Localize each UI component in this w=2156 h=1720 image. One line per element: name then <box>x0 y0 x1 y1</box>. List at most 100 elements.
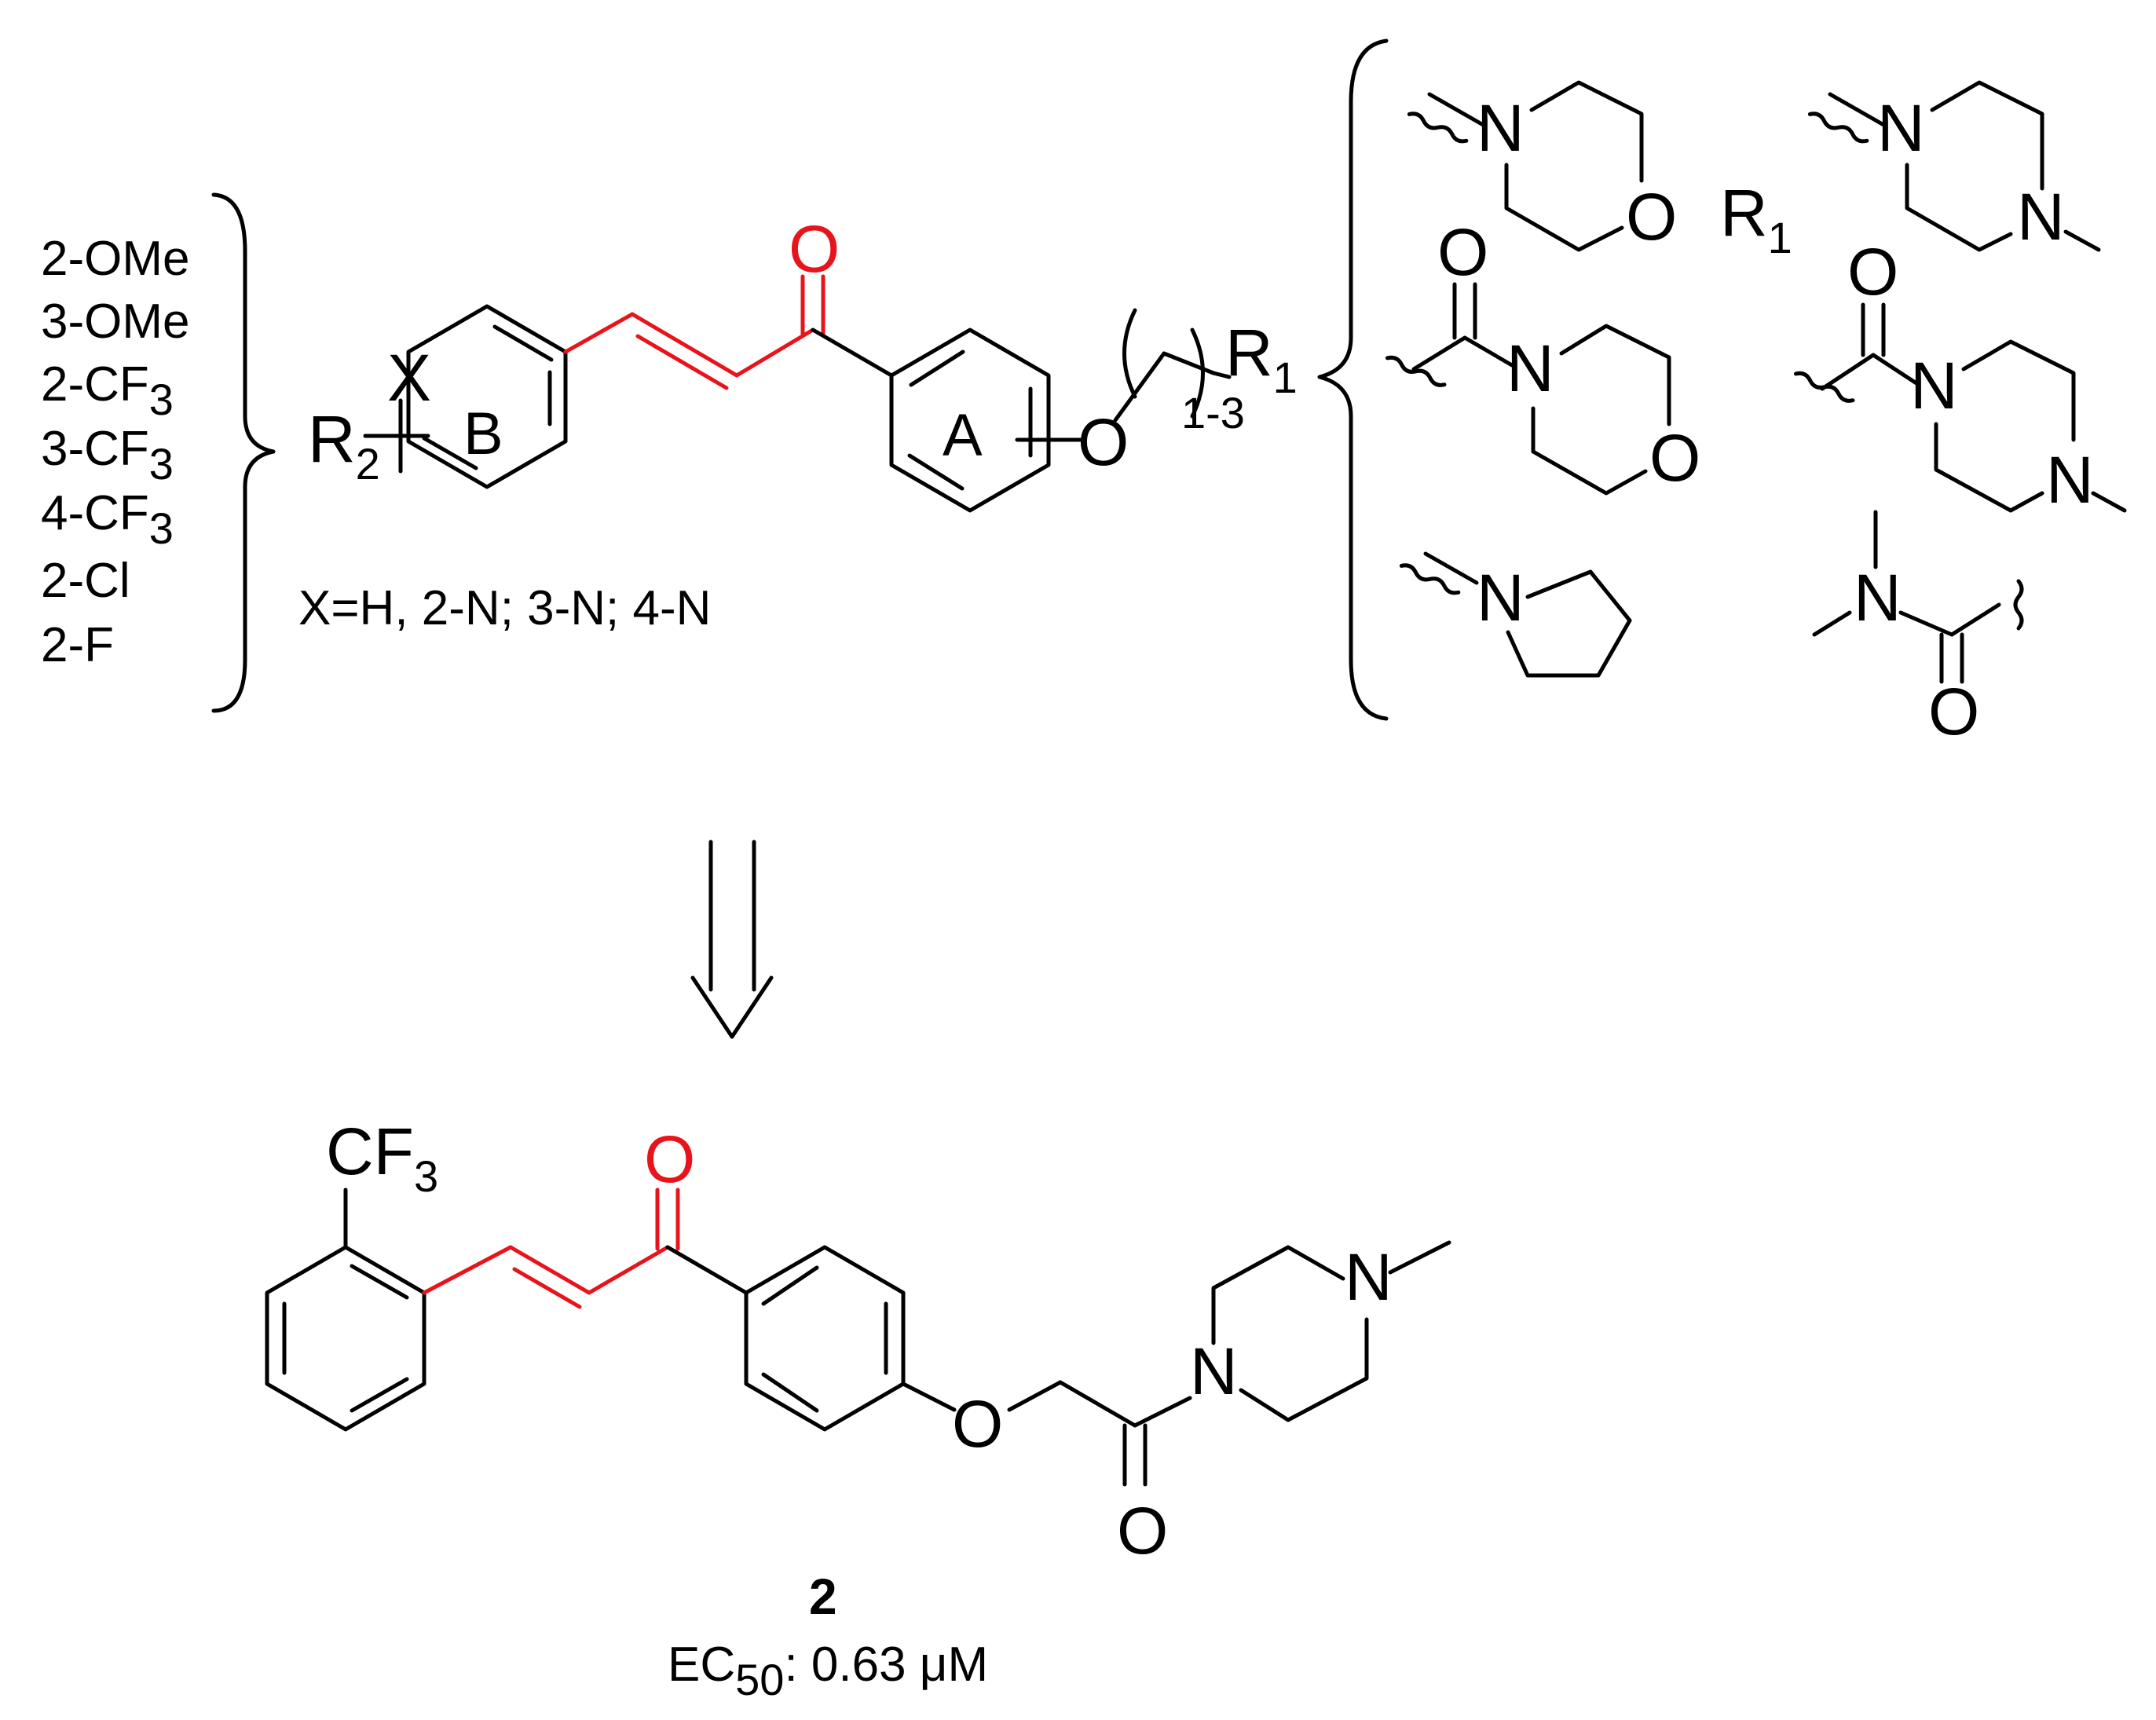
wavy-bond <box>1399 563 1461 595</box>
morpholine-ring <box>1559 324 1671 426</box>
general-scaffold: X B R2 O A O 1-3 R1 <box>308 212 1298 513</box>
cf3-group: CF3 <box>326 1114 438 1201</box>
n-atom: N <box>1477 561 1525 635</box>
piperazine-n4: N <box>1345 1240 1393 1314</box>
o-atom: O <box>1437 215 1488 289</box>
compound-2: CF3 O O O N N 2 EC50: 0.63 μM <box>265 1114 1451 1704</box>
enone-bond <box>422 1245 513 1295</box>
enone-bond <box>734 328 815 378</box>
ether-bond <box>901 1381 957 1412</box>
r2-substituent-list: 2-OMe 3-OMe 2-CF3 3-CF3 4-CF3 2-Cl 2-F <box>41 192 276 713</box>
chain-bond <box>1162 351 1216 375</box>
piperazine-ring <box>1934 422 2044 513</box>
r2-label: R2 <box>308 402 380 489</box>
morpholine-ring <box>1531 406 1648 496</box>
r2-option-3: 2-CF3 <box>41 357 174 424</box>
r1-heading: R1 <box>1720 176 1792 262</box>
attach-bond <box>1423 551 1479 585</box>
r1-options: R1 N O N N O N <box>1317 38 2127 748</box>
wavy-bond <box>2013 579 2024 631</box>
piperazine-ring <box>1905 163 2013 252</box>
wavy-bond <box>1385 355 1447 387</box>
ether-oxygen: O <box>952 1387 1003 1461</box>
carbonyl-oxygen: O <box>789 212 840 286</box>
r2-option-2: 3-OMe <box>41 295 189 349</box>
ring-a-label: A <box>943 402 983 469</box>
n-atom: N <box>1910 349 1958 423</box>
ether-oxygen: O <box>1078 405 1129 479</box>
design-arrow <box>690 840 774 1039</box>
amide-bond <box>1871 353 1919 386</box>
n-methyl-bond <box>1812 610 1852 637</box>
compound-number: 2 <box>809 1568 837 1625</box>
r1-brace <box>1317 38 1389 721</box>
amide-bond <box>1462 335 1514 368</box>
ring-inner-bond <box>350 1264 409 1300</box>
enone-double-bond <box>512 1267 582 1309</box>
piperazine-n1: N <box>1190 1334 1238 1408</box>
methyl-bond <box>2063 229 2101 252</box>
aryl-ketone-bond <box>811 328 894 378</box>
ring-b-inner-bond <box>422 436 478 470</box>
n-atom: N <box>1506 331 1554 405</box>
r2-option-4: 3-CF3 <box>41 422 174 489</box>
attach-bond <box>1427 92 1487 128</box>
pyrrolidine-ring <box>1506 569 1632 678</box>
piperazine-ring <box>1239 1317 1369 1422</box>
carbonyl-oxygen: O <box>644 1122 695 1196</box>
n-methyl-bond <box>1388 1240 1451 1275</box>
phenoxy-ring <box>744 1245 906 1432</box>
ring-a-inner-bond <box>907 453 965 491</box>
ch2-bond <box>1058 1380 1137 1428</box>
r2-option-5: 4-CF3 <box>41 486 174 553</box>
wavy-bond <box>1407 112 1469 144</box>
piperazine-ring <box>1211 1245 1345 1345</box>
amide-bond <box>1898 610 1954 637</box>
r2-option-1: 2-OMe <box>41 232 189 286</box>
enone-bond <box>587 1245 670 1295</box>
r1-pyrrolidine: N <box>1399 551 1632 678</box>
ring-b-inner-bond <box>492 324 554 362</box>
x-atom: X <box>387 341 431 415</box>
o-atom: O <box>1928 675 1979 748</box>
ch2-bond <box>1007 1380 1063 1412</box>
morpholine-ring <box>1504 163 1624 252</box>
r1-dimethylamide: N O <box>1812 510 2024 748</box>
r2-option-7: 2-F <box>41 618 114 672</box>
ring-inner-bond <box>761 1372 819 1413</box>
r1-methylpiperazine-amide: O N N <box>1793 235 2127 517</box>
piperazine-ring <box>1930 80 2044 191</box>
n-atom: N <box>2017 180 2065 254</box>
chain-to-r1-bond <box>1211 371 1232 379</box>
ec50-value: EC50: 0.63 μM <box>668 1638 988 1704</box>
n-atom: N <box>1877 91 1925 165</box>
chain-paren-right <box>1190 328 1205 419</box>
aryl-ketone-bond <box>665 1245 749 1295</box>
x-definition: X=H, 2-N; 3-N; 4-N <box>298 581 711 635</box>
methyl-bond <box>2091 491 2127 513</box>
enone-double-bond <box>635 334 729 390</box>
amide-bond <box>1133 1396 1192 1428</box>
ring-a-inner-bond <box>909 349 965 387</box>
ring-inner-bond <box>761 1265 819 1306</box>
r2-option-6: 2-Cl <box>41 554 130 608</box>
r1-label: R1 <box>1225 316 1298 402</box>
o-atom: O <box>1847 235 1898 309</box>
n-atom: N <box>1477 91 1525 165</box>
left-brace <box>211 192 276 713</box>
ring-a <box>889 328 1051 513</box>
r1-methylpiperazine: N N <box>1807 80 2101 254</box>
enone-double-bond <box>508 1245 591 1295</box>
r1-morpholine-amide: O N O <box>1385 215 1700 496</box>
attach-bond <box>1411 335 1467 371</box>
r1-morpholine: N O <box>1407 80 1677 254</box>
morpholine-ring <box>1529 80 1644 183</box>
attach-bond <box>1820 353 1876 391</box>
enone-bond <box>563 312 635 354</box>
trifluoromethyl-phenyl-ring <box>265 1245 426 1432</box>
piperazine-ring <box>1961 339 2076 442</box>
attach-bond <box>1949 602 2001 637</box>
attach-bond <box>1828 92 1887 128</box>
ring-b-label: B <box>463 401 503 467</box>
